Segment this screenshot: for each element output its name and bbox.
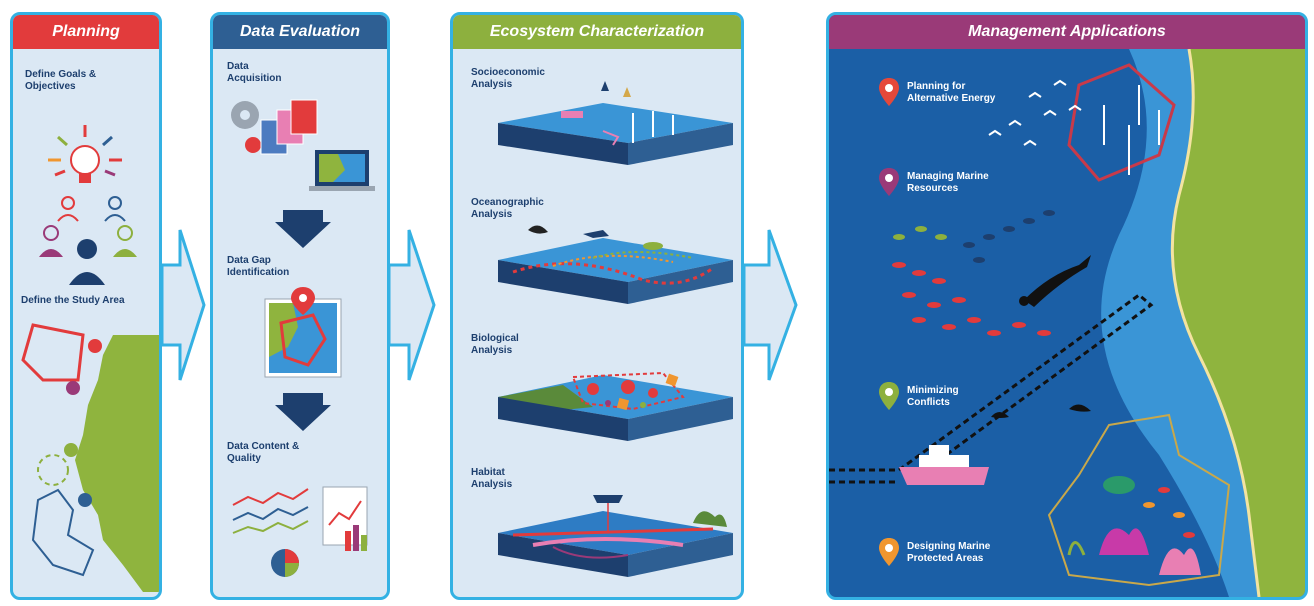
- flow-arrow-1: [162, 229, 206, 381]
- app-label-marine-resources: Managing Marine Resources: [907, 171, 989, 194]
- lightbulb-icon: [48, 125, 122, 183]
- gap-label: Data Gap Identification: [227, 255, 290, 278]
- app-label-protected-areas: Designing Marine Protected Areas: [907, 541, 991, 564]
- pin-icon-protected-areas: [879, 538, 899, 566]
- marine-protected-area: [1047, 413, 1231, 587]
- flow-arrow-2: [389, 229, 436, 381]
- socioeconomic-block: [498, 81, 733, 165]
- oceanographic-block: [498, 225, 733, 304]
- stakeholders-icon: [39, 196, 137, 285]
- app-label-alternative-energy: Planning for Alternative Energy: [907, 81, 996, 104]
- biological-label: Biological Analysis: [471, 333, 519, 356]
- habitat-label: Habitat Analysis: [471, 467, 513, 490]
- flow-arrow-3: [744, 229, 798, 381]
- acquisition-illustration: [231, 99, 375, 191]
- management-title: Management Applications: [968, 23, 1166, 40]
- biological-block: [498, 371, 733, 441]
- ship-icon: [899, 467, 989, 485]
- pin-icon-marine-resources: [879, 168, 899, 196]
- study-area-map: [21, 323, 159, 592]
- arrow-down-icon: [275, 210, 331, 248]
- data-evaluation-header: Data Evaluation: [213, 15, 387, 49]
- pin-icon-alternative-energy: [879, 78, 899, 106]
- gap-map-illustration: [264, 287, 342, 378]
- habitat-block: [498, 495, 733, 577]
- oceanographic-label: Oceanographic Analysis: [471, 197, 544, 220]
- management-panel: Management Applications Planning for Alt…: [826, 12, 1308, 600]
- study-area-label: Define the Study Area: [21, 295, 125, 306]
- planning-panel: Planning Define Goals & Objectives: [10, 12, 162, 600]
- data-evaluation-title: Data Evaluation: [239, 23, 361, 40]
- management-header: Management Applications: [829, 15, 1305, 49]
- quality-illustration: [232, 486, 368, 577]
- pin-icon-conflicts: [879, 382, 899, 410]
- wind-farm-zone: [1067, 63, 1176, 182]
- management-scene: [829, 48, 1305, 597]
- content-label: Data Content & Quality: [227, 441, 300, 464]
- ecosystem-title: Ecosystem Characterization: [489, 23, 705, 40]
- planning-title: Planning: [52, 23, 120, 40]
- goals-label: Define Goals & Objectives: [25, 69, 97, 92]
- planning-header: Planning: [13, 15, 159, 49]
- data-evaluation-panel: Data Evaluation Data Acquisition Data Ga…: [210, 12, 390, 600]
- study-area-polygon-red: [21, 323, 85, 382]
- app-label-conflicts: Minimizing Conflicts: [907, 385, 959, 408]
- ecosystem-panel: Ecosystem Characterization Socioeconomic…: [450, 12, 744, 600]
- study-area-polygon-blue: [31, 488, 95, 577]
- diver-icon: [1024, 255, 1091, 307]
- ecosystem-header: Ecosystem Characterization: [453, 15, 741, 49]
- socioeconomic-label: Socioeconomic Analysis: [471, 67, 545, 90]
- acquisition-label: Data Acquisition: [227, 61, 282, 84]
- arrow-down-icon-2: [275, 393, 331, 431]
- goals-illustration: [39, 125, 137, 285]
